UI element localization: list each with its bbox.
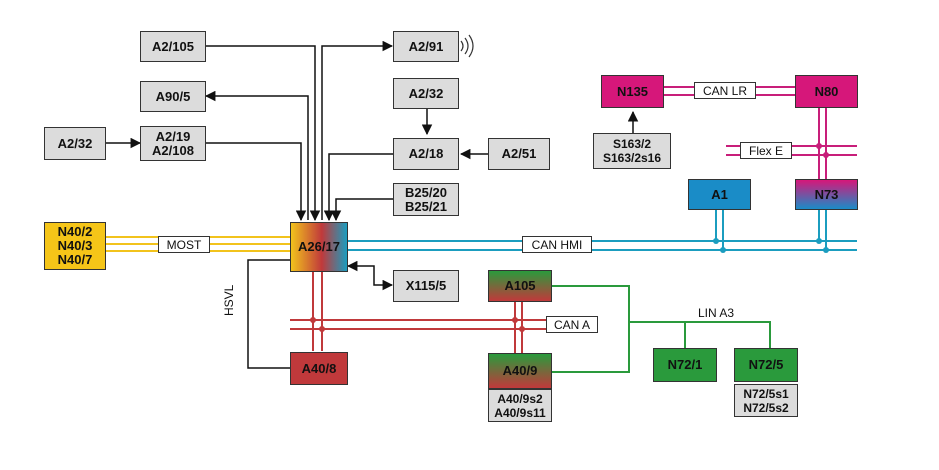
node-a2-18-label: A2/18	[408, 146, 444, 161]
node-a26-17-label: A26/17	[298, 239, 340, 254]
node-n40-7-label: N40/7	[57, 252, 93, 267]
node-n73-label: N73	[814, 186, 839, 202]
node-n73: N73	[795, 179, 858, 210]
antenna-icon	[460, 34, 474, 58]
node-b25-21-label: B25/21	[405, 198, 447, 214]
can-hmi-junctions	[713, 238, 829, 253]
bus-label-lin-a3: LIN A3	[698, 306, 735, 320]
node-n80: N80	[795, 75, 858, 108]
node-a40-9: A40/9	[488, 353, 552, 389]
node-a40-8: A40/8	[290, 352, 348, 385]
node-n135-label: N135	[616, 83, 649, 99]
node-n72-5: N72/5	[734, 348, 798, 382]
node-a2-18: A2/18	[393, 138, 459, 170]
node-a40-9-switches: A40/9s2 A40/9s11	[488, 389, 552, 422]
node-a40-9s11-label: A40/9s11	[494, 405, 546, 420]
node-a40-8-label: A40/8	[301, 360, 337, 376]
node-n72-5-switches: N72/5s1 N72/5s2	[734, 384, 798, 417]
node-a1-label: A1	[711, 186, 728, 202]
bus-label-can-lr-text: CAN LR	[702, 83, 747, 98]
bus-label-can-a: CAN A	[546, 316, 598, 333]
bus-label-most: MOST	[158, 236, 210, 253]
can-a-junctions	[310, 317, 525, 332]
bus-label-can-hmi: CAN HMI	[522, 236, 592, 253]
bus-label-most-text: MOST	[166, 237, 202, 252]
node-a105-label: A105	[504, 278, 536, 293]
node-a40-9s2-label: A40/9s2	[497, 391, 543, 406]
node-a2-105-label: A2/105	[152, 38, 194, 54]
node-n40: N40/2 N40/3 N40/7	[44, 222, 106, 270]
node-a2-51: A2/51	[488, 138, 550, 170]
bus-label-flex-e-text: Flex E	[748, 143, 783, 158]
node-s163-2-label: S163/2	[612, 137, 652, 151]
node-a90-5: A90/5	[140, 81, 206, 112]
node-a2-91: A2/91	[393, 31, 459, 62]
node-a2-91-label: A2/91	[408, 38, 444, 54]
node-n72-5-label: N72/5	[748, 357, 784, 372]
node-a2-32-top-label: A2/32	[408, 85, 444, 101]
node-n40-3-label: N40/3	[57, 238, 93, 253]
node-n72-1-label: N72/1	[667, 357, 703, 372]
node-n135: N135	[601, 75, 664, 108]
bus-label-flex-e: Flex E	[740, 142, 792, 159]
node-b25: B25/20 B25/21	[393, 183, 459, 216]
flex-e-junctions	[816, 143, 829, 158]
bus-label-can-lr: CAN LR	[694, 82, 756, 99]
node-a2-19-label: A2/19	[155, 128, 191, 144]
node-a2-51-label: A2/51	[501, 146, 537, 161]
node-a2-32-left-label: A2/32	[57, 135, 93, 151]
signal-wires	[106, 40, 639, 369]
node-a2-32-top: A2/32	[393, 78, 459, 109]
node-b25-20-label: B25/20	[405, 184, 447, 200]
node-s163-2s16-label: S163/2s16	[602, 151, 662, 165]
bus-label-hsvl: HSVL	[222, 284, 236, 316]
node-a2-32-left: A2/32	[44, 127, 106, 160]
node-x115-5: X115/5	[393, 270, 459, 302]
node-a2-108-label: A2/108	[152, 142, 194, 158]
node-n72-5s1-label: N72/5s1	[743, 386, 789, 401]
node-x115-5-label: X115/5	[405, 278, 447, 293]
node-a105: A105	[488, 270, 552, 302]
lin-a3-bus-lines	[552, 285, 771, 373]
node-s163: S163/2 S163/2s16	[593, 133, 671, 169]
node-n40-2-label: N40/2	[57, 224, 93, 239]
can-hmi-bus-lines	[348, 210, 857, 251]
bus-label-can-hmi-text: CAN HMI	[531, 237, 583, 252]
node-a1: A1	[688, 179, 751, 210]
node-a40-9-label: A40/9	[502, 363, 538, 378]
node-a90-5-label: A90/5	[155, 88, 191, 104]
node-a2-19-a2-108: A2/19 A2/108	[140, 126, 206, 161]
node-n80-label: N80	[814, 83, 839, 99]
node-n72-5s2-label: N72/5s2	[743, 400, 789, 415]
node-n72-1: N72/1	[653, 348, 717, 382]
node-a26-17: A26/17	[290, 222, 348, 272]
node-a2-105: A2/105	[140, 31, 206, 62]
bus-label-can-a-text: CAN A	[553, 317, 590, 332]
